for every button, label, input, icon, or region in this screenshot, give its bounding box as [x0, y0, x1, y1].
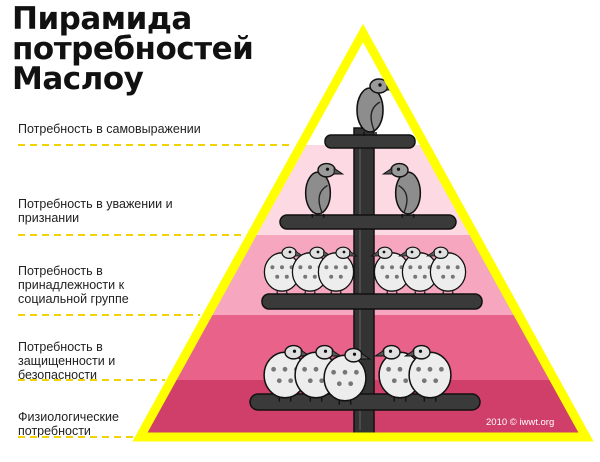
level-label-belonging: Потребность в принадлежности к социально… [18, 264, 129, 306]
level-dividers [18, 144, 293, 438]
pyramid-outline [132, 23, 594, 442]
vulture-icon [373, 344, 422, 402]
cartoon-illustration [249, 78, 483, 437]
vulture-icon [381, 162, 422, 218]
vulture-icon [323, 347, 372, 405]
vulture-icon [397, 246, 439, 295]
level-label-self-actualization: Потребность в самовыражении [18, 122, 201, 136]
credit-text: 2010 © iwwt.org [486, 417, 555, 428]
title-line-2: потребностей [12, 31, 254, 67]
vulture-icon [403, 344, 452, 402]
title-line-1: Пирамида [12, 1, 192, 37]
branch-icon [249, 134, 483, 411]
vulture-icon [425, 246, 467, 295]
vulture-icon [369, 246, 411, 295]
vulture-icon [317, 246, 359, 295]
level-label-safety: Потребность в защищенности и безопасност… [18, 340, 116, 382]
vulture-group [263, 78, 467, 405]
page-title: Пирамида потребностей Маслоу [12, 1, 254, 97]
title-line-3: Маслоу [12, 61, 144, 97]
vulture-icon [304, 162, 345, 218]
level-label-physiological: Физиологические потребности [18, 410, 119, 438]
level-label-esteem: Потребность в уважении и признании [18, 197, 173, 225]
